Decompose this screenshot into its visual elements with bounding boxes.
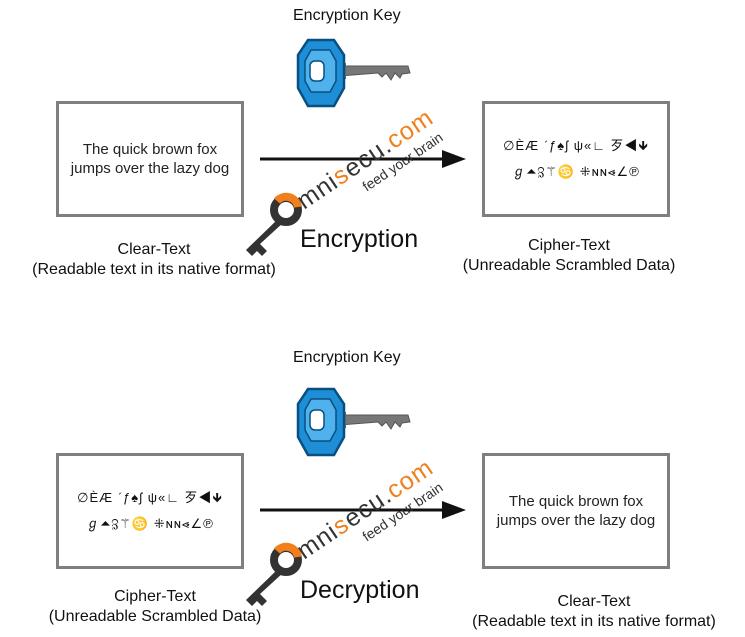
cleartext-line: The quick brown fox bbox=[508, 493, 644, 510]
encryption-operation-label: Encryption bbox=[300, 225, 419, 253]
decryption-output-box: The quick brown fox jumps over the lazy … bbox=[482, 453, 670, 569]
decryption-arrow bbox=[260, 501, 466, 519]
ciphertext-line: ∅ÈÆ ˊƒ♠ʃ ψ«∟ ⽍◀🡻 bbox=[503, 138, 649, 153]
encryption-output-caption: Cipher-Text (Unreadable Scrambled Data) bbox=[462, 237, 676, 274]
encryption-output-box: ∅ÈÆ ˊƒ♠ʃ ψ«∟ ⽍◀🡻 ℊ⏶ℨ⚚♋ ⁜ɴɴ⩹∠℗ bbox=[482, 101, 670, 217]
decryption-input-caption: Cipher-Text (Unreadable Scrambled Data) bbox=[48, 588, 262, 625]
ciphertext-line: ℊ⏶ℨ⚚♋ ⁜ɴɴ⩹∠℗ bbox=[512, 164, 640, 179]
cleartext-line: The quick brown fox bbox=[82, 141, 218, 158]
decryption-output-caption: Clear-Text (Readable text in its native … bbox=[472, 593, 716, 630]
encryption-arrow bbox=[260, 150, 466, 168]
cleartext-line: jumps over the lazy dog bbox=[496, 512, 656, 529]
decryption-input-box: ∅ÈÆ ˊƒ♠ʃ ψ«∟ ⽍◀🡻 ℊ⏶ℨ⚚♋ ⁜ɴɴ⩹∠℗ bbox=[56, 453, 244, 569]
encryption-input-caption: Clear-Text (Readable text in its native … bbox=[32, 241, 276, 278]
decryption-key-label: Encryption Key bbox=[293, 349, 401, 366]
decryption-key-icon bbox=[296, 387, 411, 457]
encryption-key-label: Encryption Key bbox=[293, 7, 401, 24]
encryption-input-box: The quick brown fox jumps over the lazy … bbox=[56, 101, 244, 217]
decryption-operation-label: Decryption bbox=[300, 576, 420, 604]
ciphertext-line: ℊ⏶ℨ⚚♋ ⁜ɴɴ⩹∠℗ bbox=[86, 516, 214, 531]
cleartext-line: jumps over the lazy dog bbox=[70, 160, 230, 177]
encryption-key-icon bbox=[296, 38, 411, 108]
ciphertext-line: ∅ÈÆ ˊƒ♠ʃ ψ«∟ ⽍◀🡻 bbox=[77, 490, 223, 505]
